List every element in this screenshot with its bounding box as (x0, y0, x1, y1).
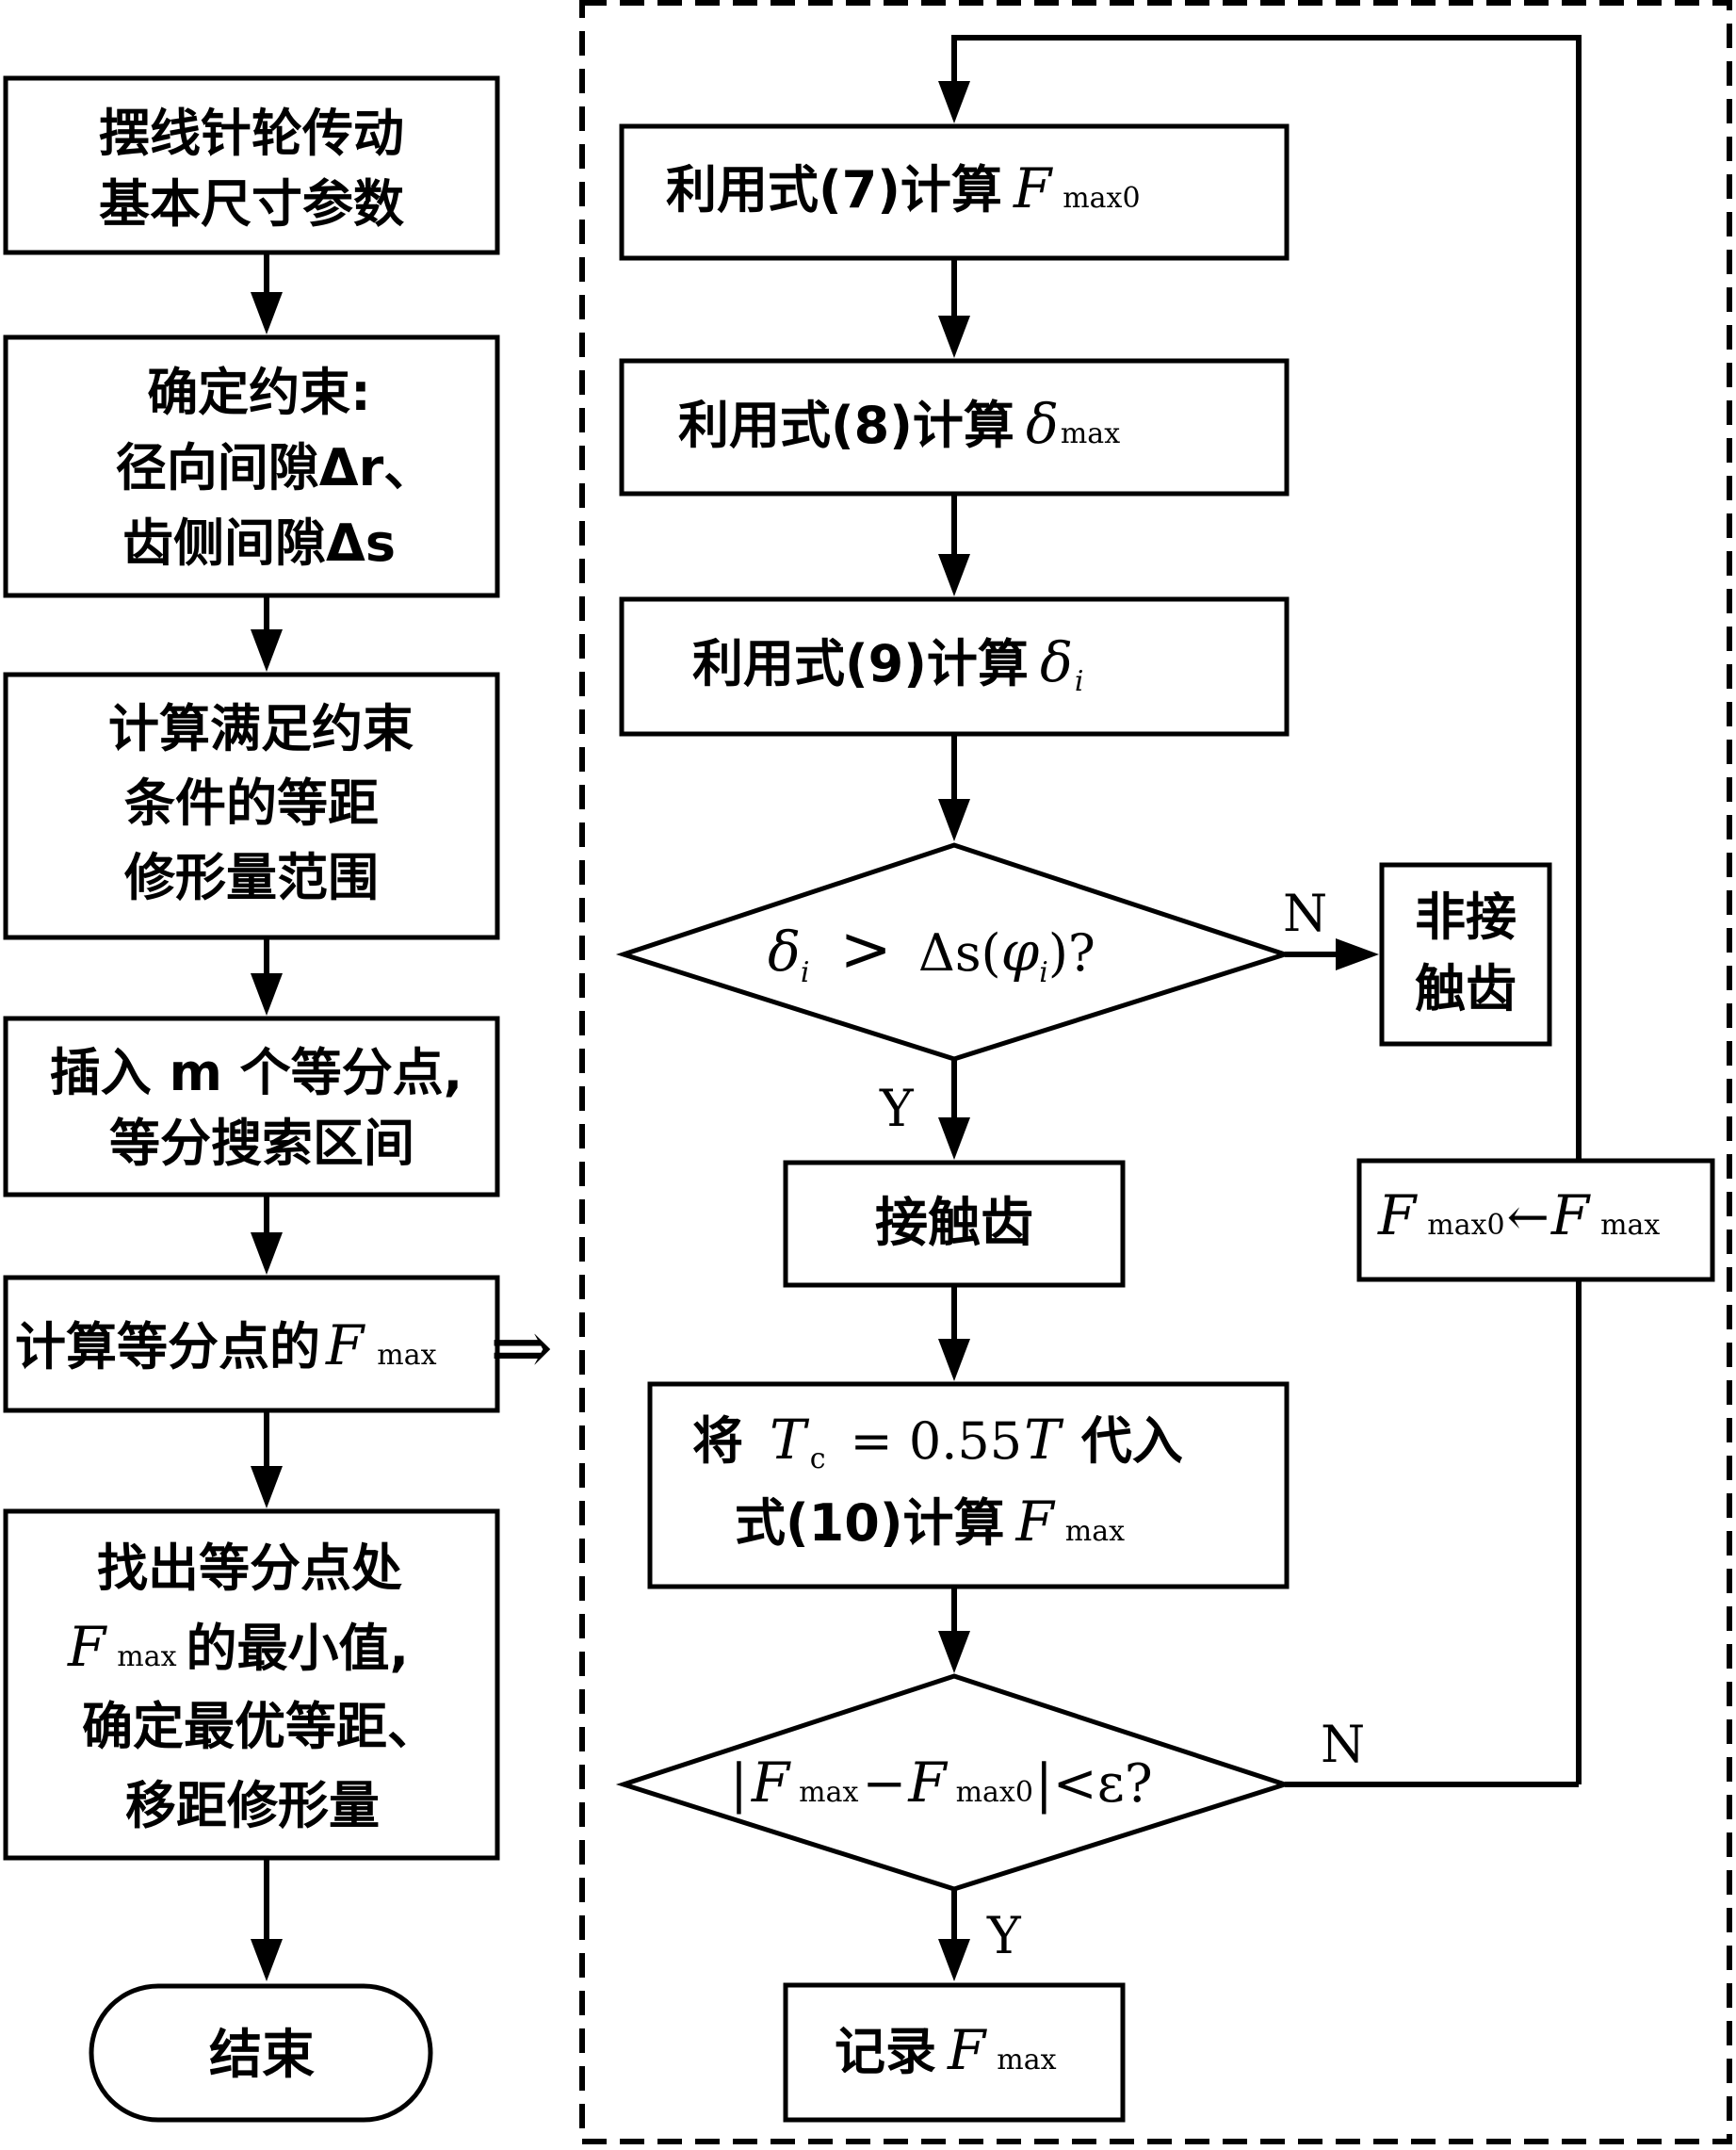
step-constraints-line2: 径向间隙Δr、 (116, 438, 434, 497)
arrowhead (938, 1117, 970, 1160)
step-find-minimum (3, 1508, 500, 1861)
step-constraints-line3: 齿侧间隙Δs (122, 513, 396, 573)
arrowhead (938, 316, 970, 358)
arrowhead (1336, 938, 1379, 970)
arrowhead (251, 1466, 283, 1508)
step-constraints (3, 334, 500, 598)
arrowhead (938, 554, 970, 596)
step-find-minimum-line4: 移距修形量 (125, 1776, 380, 1835)
arrowhead (938, 1939, 970, 1981)
double-arrow-connector: ⇒ (490, 1304, 553, 1392)
branch-label-y2: Y (986, 1906, 1022, 1965)
step-modification-range (3, 672, 500, 940)
step-compute-deltamax (619, 358, 1290, 497)
non-contact-tooth-line2: 触齿 (1415, 959, 1517, 1018)
arrowhead (251, 629, 283, 672)
arrowhead (938, 1631, 970, 1673)
arrowhead (251, 292, 283, 334)
step-compute-fmax-eq10 (647, 1381, 1290, 1589)
non-contact-tooth (1379, 862, 1552, 1047)
step-insert-points-line2: 等分搜索区间 (109, 1114, 414, 1173)
step-modification-range-line3: 修形量范围 (124, 848, 379, 907)
step-modification-range-line1: 计算满足约束 (108, 699, 414, 758)
arrowhead (251, 973, 283, 1016)
step-modification-range-line2: 条件的等距 (124, 774, 379, 833)
step-base-parameters-line1: 摆线针轮传动 (99, 104, 404, 163)
branch-label-n1: N (1283, 884, 1327, 943)
step-insert-points (3, 1016, 500, 1197)
end-terminal-label: 结束 (209, 2025, 315, 2086)
contact-tooth (783, 1160, 1126, 1288)
step-base-parameters (3, 75, 500, 255)
end-terminal (89, 1983, 433, 2123)
update-fmax0 (1356, 1158, 1715, 1282)
arrowhead (251, 1939, 283, 1981)
step-base-parameters-line2: 基本尺寸参数 (99, 174, 404, 234)
branch-label-y1: Y (879, 1079, 915, 1138)
loop-return-line (951, 35, 1582, 1161)
step-find-minimum-line3: 确定最优等距、 (82, 1697, 438, 1756)
decision-contact-check-text: δi>Δs(φi)? (768, 913, 1095, 989)
step-insert-points-line1: 插入 m 个等分点, (50, 1043, 462, 1102)
branch-label-n2: N (1321, 1715, 1365, 1774)
contact-tooth-label: 接触齿 (875, 1193, 1033, 1254)
step-compute-fmax0 (619, 123, 1290, 261)
arrowhead (251, 1232, 283, 1275)
decision-contact-check (615, 842, 1293, 1062)
dashed-loop-boundary (579, 0, 1732, 2144)
arrowhead (938, 1339, 970, 1381)
arrowhead (938, 81, 970, 123)
record-fmax (783, 1982, 1126, 2123)
decision-convergence-check (615, 1673, 1293, 1892)
arrowhead (938, 799, 970, 841)
step-compute-fmax (3, 1275, 500, 1413)
step-constraints-line1: 确定约束: (147, 363, 371, 422)
step-compute-deltai (619, 596, 1290, 737)
non-contact-tooth-line1: 非接 (1415, 888, 1517, 947)
step-find-minimum-line1: 找出等分点处 (97, 1539, 402, 1598)
